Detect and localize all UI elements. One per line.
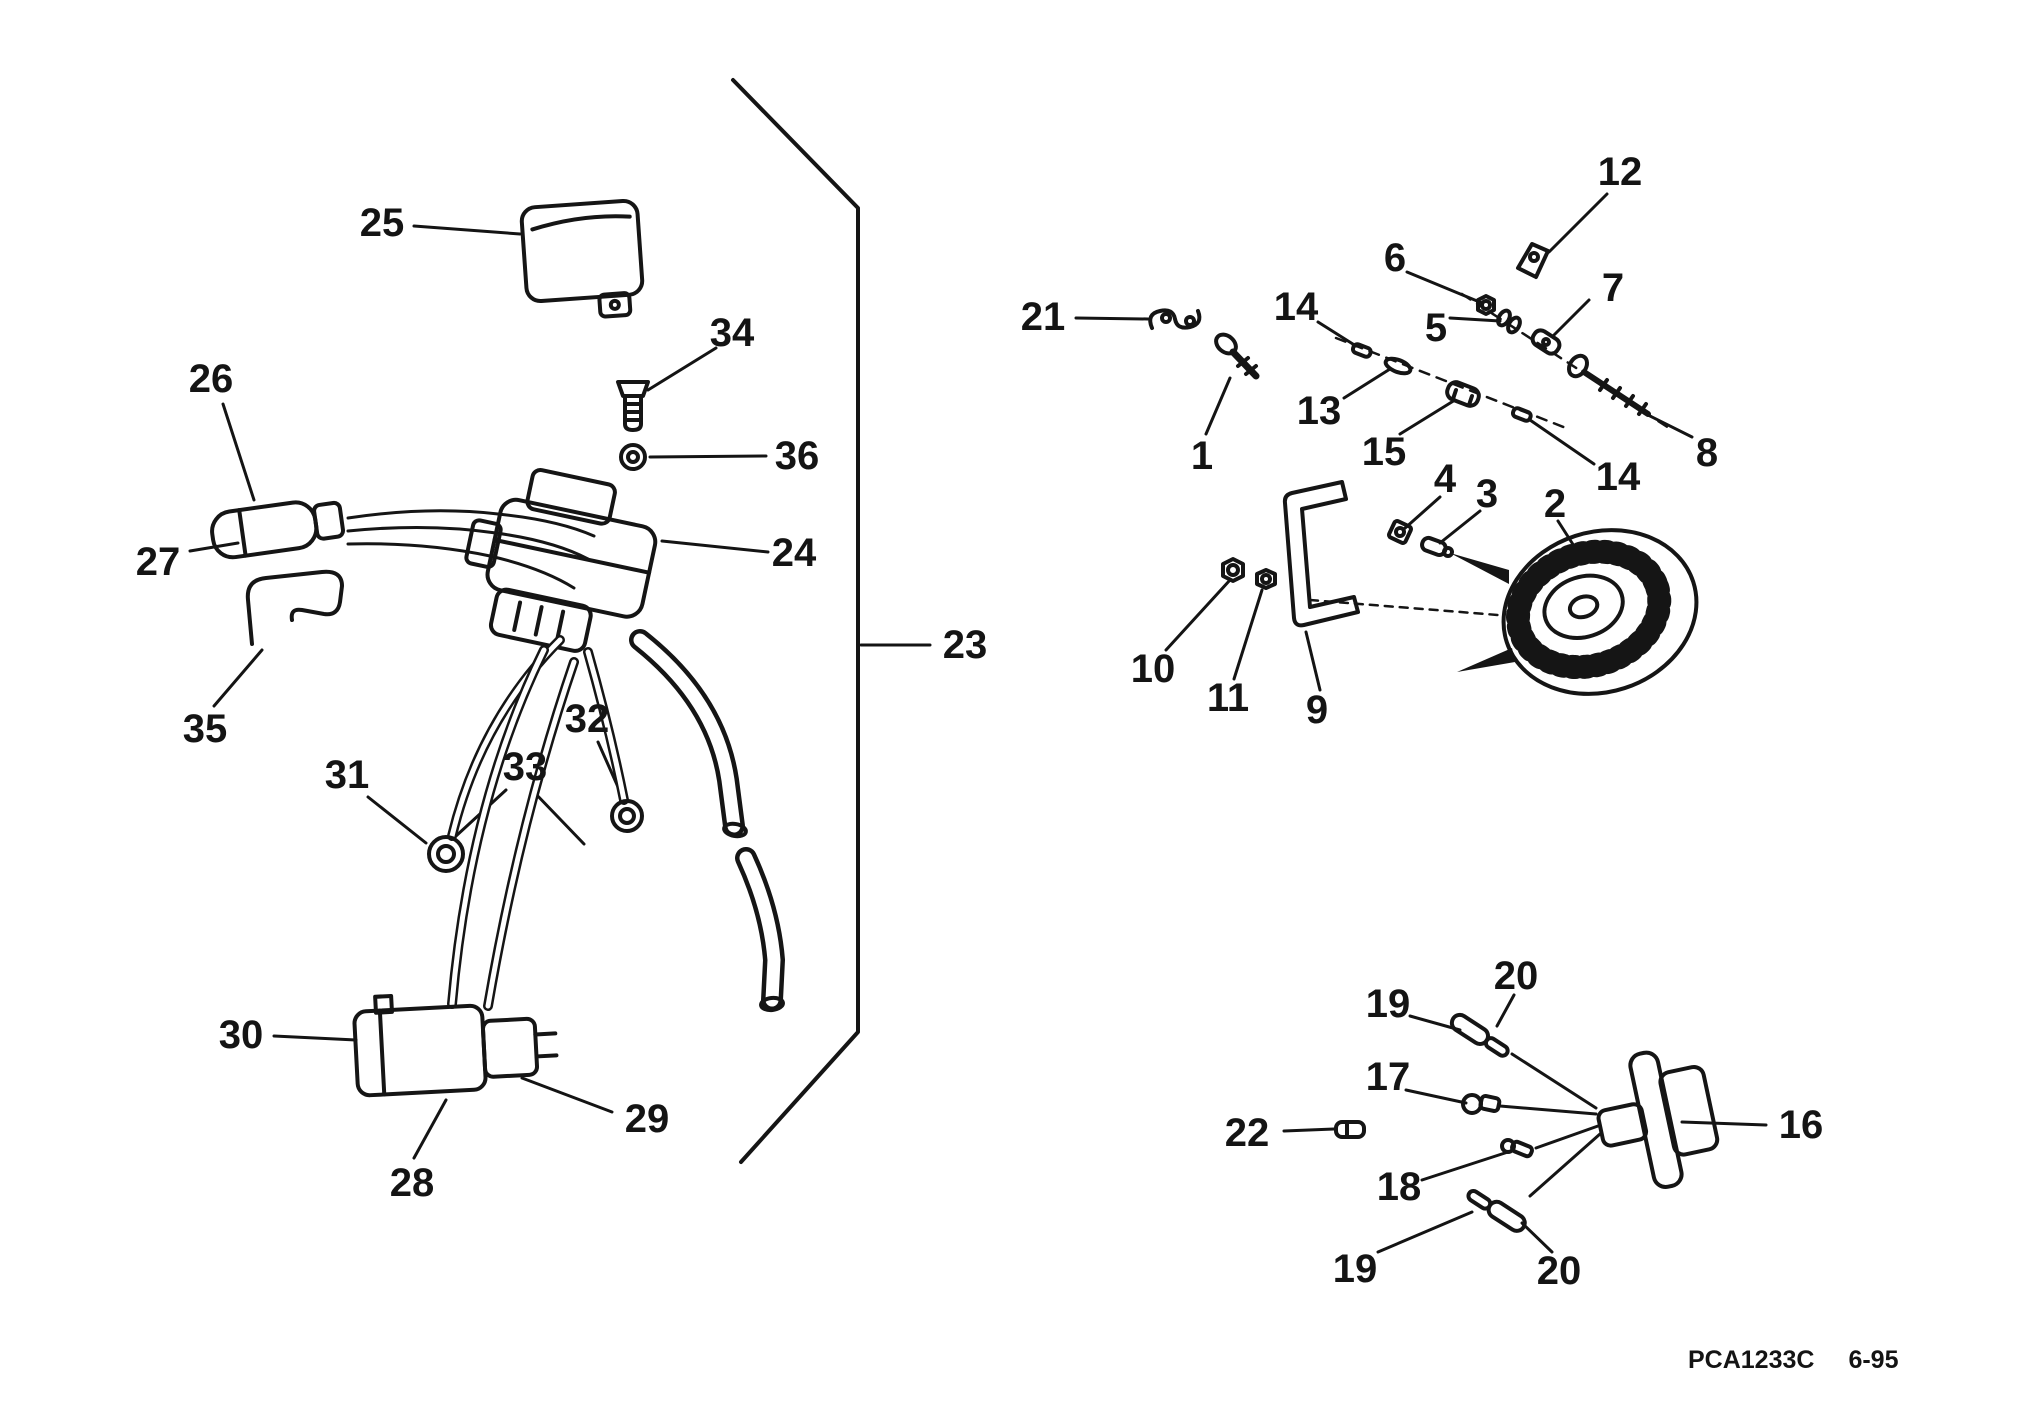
ground-wires xyxy=(447,635,629,1011)
bullet-connector-upper xyxy=(1449,1012,1510,1058)
gauge-bracket-9 xyxy=(1282,480,1360,628)
nut-part-11 xyxy=(1255,568,1277,590)
harness-cable xyxy=(629,629,785,1013)
barrel-part-15 xyxy=(1445,380,1481,408)
gauge-stud-upper xyxy=(1450,553,1509,584)
bracket-clip-12 xyxy=(1516,242,1550,279)
bulb-part-3 xyxy=(1420,535,1454,558)
pin-part-14a xyxy=(1350,342,1373,359)
gauge-stud-lower xyxy=(1457,648,1515,672)
pin-part-14b xyxy=(1510,406,1533,423)
leader-lines xyxy=(188,192,1768,1254)
washer-part-36 xyxy=(619,443,647,471)
speednut-part-4 xyxy=(1387,519,1413,545)
assembly-boundary-line xyxy=(731,78,860,1164)
harness-wires xyxy=(346,509,596,590)
clip-part-21 xyxy=(1148,308,1202,330)
link-part-13 xyxy=(1383,356,1413,376)
nut-part-6 xyxy=(1476,294,1496,316)
terminal-part-18 xyxy=(1500,1138,1534,1159)
clip-part-35 xyxy=(245,569,344,646)
revision-date: 6-95 xyxy=(1848,1346,1899,1374)
doc-code: PCA1233C 6-95 xyxy=(1688,1346,1899,1375)
nut-part-10 xyxy=(1221,557,1245,583)
sleeve-part-22 xyxy=(1334,1120,1366,1139)
screw-part-34 xyxy=(616,380,650,432)
switch-part-16 xyxy=(1596,1050,1720,1189)
ring-terminal-32 xyxy=(610,799,644,833)
connector-part-27 xyxy=(210,500,346,560)
connector-part-30 xyxy=(352,993,559,1098)
switch-assembly-24 xyxy=(464,468,658,653)
gauge-part-2 xyxy=(1501,528,1699,696)
relay-part xyxy=(519,199,645,319)
swivel-part-7 xyxy=(1530,328,1562,356)
screw-part-8 xyxy=(1567,353,1651,417)
ring-terminal-31 xyxy=(427,835,465,873)
part-code: PCA1233C xyxy=(1688,1346,1815,1374)
connector-part-17 xyxy=(1461,1093,1502,1115)
bullet-connector-lower xyxy=(1466,1188,1527,1233)
washer-part-5 xyxy=(1496,308,1522,335)
switch-lead-wires xyxy=(1498,1052,1602,1198)
gauge-axis-dashed xyxy=(1308,598,1500,617)
screw-part-1 xyxy=(1214,332,1260,380)
